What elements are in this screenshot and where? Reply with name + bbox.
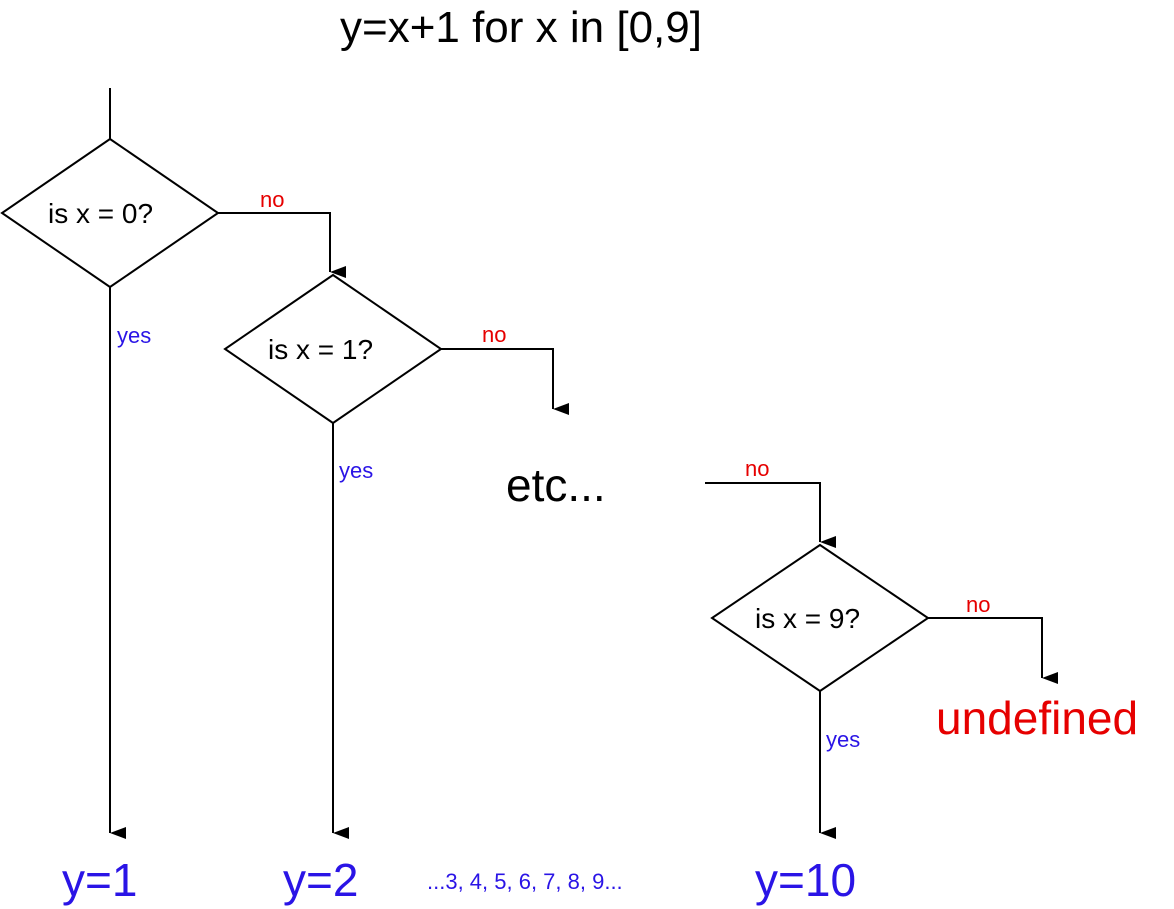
yes-label-x0: yes <box>117 323 152 348</box>
no-label-x9: no <box>966 592 991 617</box>
no-label-etc: no <box>745 456 770 481</box>
no-arrow-x9 <box>928 617 1058 684</box>
no-arrow-x0 <box>218 212 346 278</box>
no-arrow-etc <box>705 482 836 548</box>
condition-label-x1: is x = 1? <box>268 334 374 365</box>
yes-label-x9: yes <box>826 727 861 752</box>
undefined-output: undefined <box>936 692 1139 744</box>
condition-label-x9: is x = 9? <box>755 603 861 634</box>
no-label-x1: no <box>482 322 507 347</box>
output-y10: y=10 <box>755 854 857 906</box>
output-y2: y=2 <box>283 854 359 906</box>
no-label-x0: no <box>260 187 285 212</box>
output-y1: y=1 <box>62 854 138 906</box>
condition-label-x0: is x = 0? <box>48 198 154 229</box>
yes-label-x1: yes <box>339 458 374 483</box>
diagram-title: y=x+1 for x in [0,9] <box>340 3 702 52</box>
sequence-label: ...3, 4, 5, 6, 7, 8, 9... <box>427 869 623 894</box>
continuation-label: etc... <box>506 459 606 511</box>
no-arrow-x1 <box>441 348 569 415</box>
